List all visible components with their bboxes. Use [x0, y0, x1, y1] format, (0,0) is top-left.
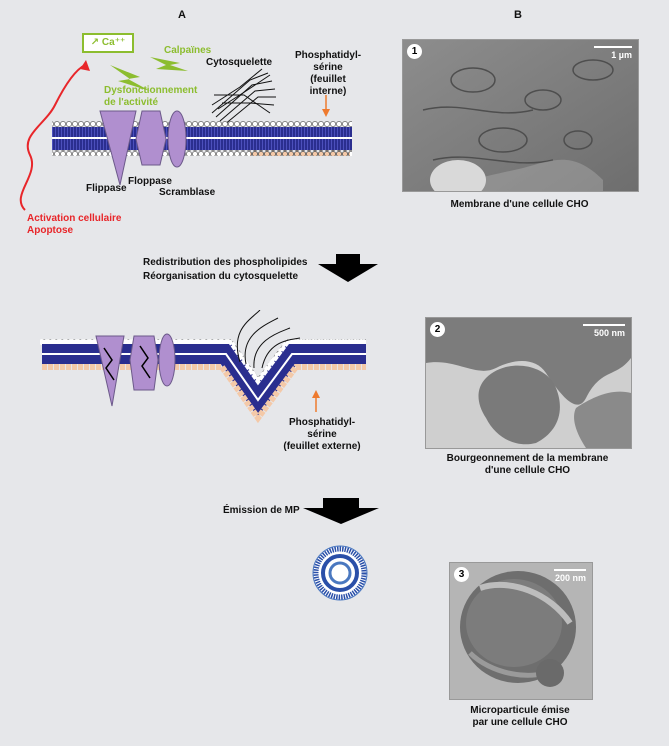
lightning-icon: [110, 65, 150, 91]
em-caption-1: Membrane d'une cellule CHO: [402, 199, 637, 211]
em-caption-3-line1: Microparticule émise: [470, 705, 570, 716]
scale-label-3: 200 nm: [554, 573, 586, 583]
cytoskeleton-loops: [236, 310, 301, 369]
scale-bar-1: 1 µm: [594, 46, 632, 60]
scramblase-label: Scramblase: [159, 187, 216, 198]
down-arrow-2: [303, 498, 379, 524]
scale-label-2: 500 nm: [593, 328, 625, 338]
scramblase-protein-2: [158, 333, 176, 387]
scale-bar-3: 200 nm: [554, 569, 586, 583]
ps-external-label: Phosphatidyl- sérine (feuillet externe): [280, 417, 364, 453]
activation-label: Activation cellulaire: [27, 213, 122, 224]
activation-arrow: [19, 64, 86, 211]
calpaines-label: Calpaïnes: [164, 45, 212, 56]
em-caption-2-line1: Bourgeonnement de la membrane: [446, 453, 609, 464]
em-caption-3: Microparticule émise par une cellule CHO: [440, 705, 600, 729]
activite-label: de l'activité: [104, 97, 159, 108]
em-caption-2-line2: d'une cellule CHO: [484, 465, 571, 476]
em-number-2: 2: [430, 322, 445, 337]
em-number-3: 3: [454, 567, 469, 582]
scramblase-protein: [167, 110, 187, 168]
em-image-2: 2 500 nm: [425, 317, 632, 449]
floppase-label: Floppase: [128, 176, 172, 187]
ps-internal-line3: (feuillet interne): [309, 74, 347, 97]
dysfonctionnement-label: Dysfonctionnement: [104, 85, 198, 96]
ps-internal-line2: sérine: [313, 62, 343, 73]
arrow2-label: Émission de MP: [223, 505, 300, 516]
em-caption-1-line1: Membrane d'une cellule CHO: [450, 199, 589, 210]
em-caption-3-line2: par une cellule CHO: [472, 717, 568, 728]
ps-internal-line1: Phosphatidyl-: [294, 50, 362, 61]
lightning-icon-2: [150, 57, 188, 71]
ps-external-line3: (feuillet externe): [283, 441, 361, 452]
ps-arrow-external: [312, 390, 320, 398]
lipid-bilayer-budding: [40, 339, 369, 424]
em-caption-2: Bourgeonnement de la membrane d'une cell…: [425, 453, 630, 477]
scale-label-1: 1 µm: [611, 50, 632, 60]
em-number-1: 1: [407, 44, 422, 59]
panel-a-label: A: [178, 9, 186, 21]
scale-bar-2: 500 nm: [583, 324, 625, 338]
ps-arrow-internal: [322, 109, 330, 117]
apoptose-label: Apoptose: [27, 225, 74, 236]
membrane-diagram-budding: [40, 310, 369, 424]
arrow1-line2: Réorganisation du cytosquelette: [143, 271, 299, 282]
membrane-diagram-resting: [19, 57, 352, 211]
cytoskeleton-lines: [211, 68, 276, 126]
microparticle-icon: [312, 545, 368, 601]
em-image-1: 1 1 µm: [402, 39, 639, 192]
arrow1-line1: Redistribution des phospholipides: [143, 257, 308, 268]
cytosquelette-label: Cytosquelette: [206, 57, 273, 68]
flippase-protein-2: [95, 335, 125, 407]
ps-external-line2: sérine: [307, 429, 337, 440]
em-image-3: 3 200 nm: [449, 562, 593, 700]
floppase-protein: [135, 110, 167, 166]
calcium-box: ↗ Ca⁺⁺: [82, 33, 134, 53]
panel-b-label: B: [514, 9, 522, 21]
ps-external-line1: Phosphatidyl-: [288, 417, 356, 428]
lipid-bilayer: [52, 121, 352, 156]
flippase-protein: [99, 110, 137, 186]
down-arrow-1: [318, 254, 378, 282]
ps-internal-label: Phosphatidyl- sérine (feuillet interne): [292, 50, 364, 98]
flippase-label: Flippase: [86, 183, 127, 194]
